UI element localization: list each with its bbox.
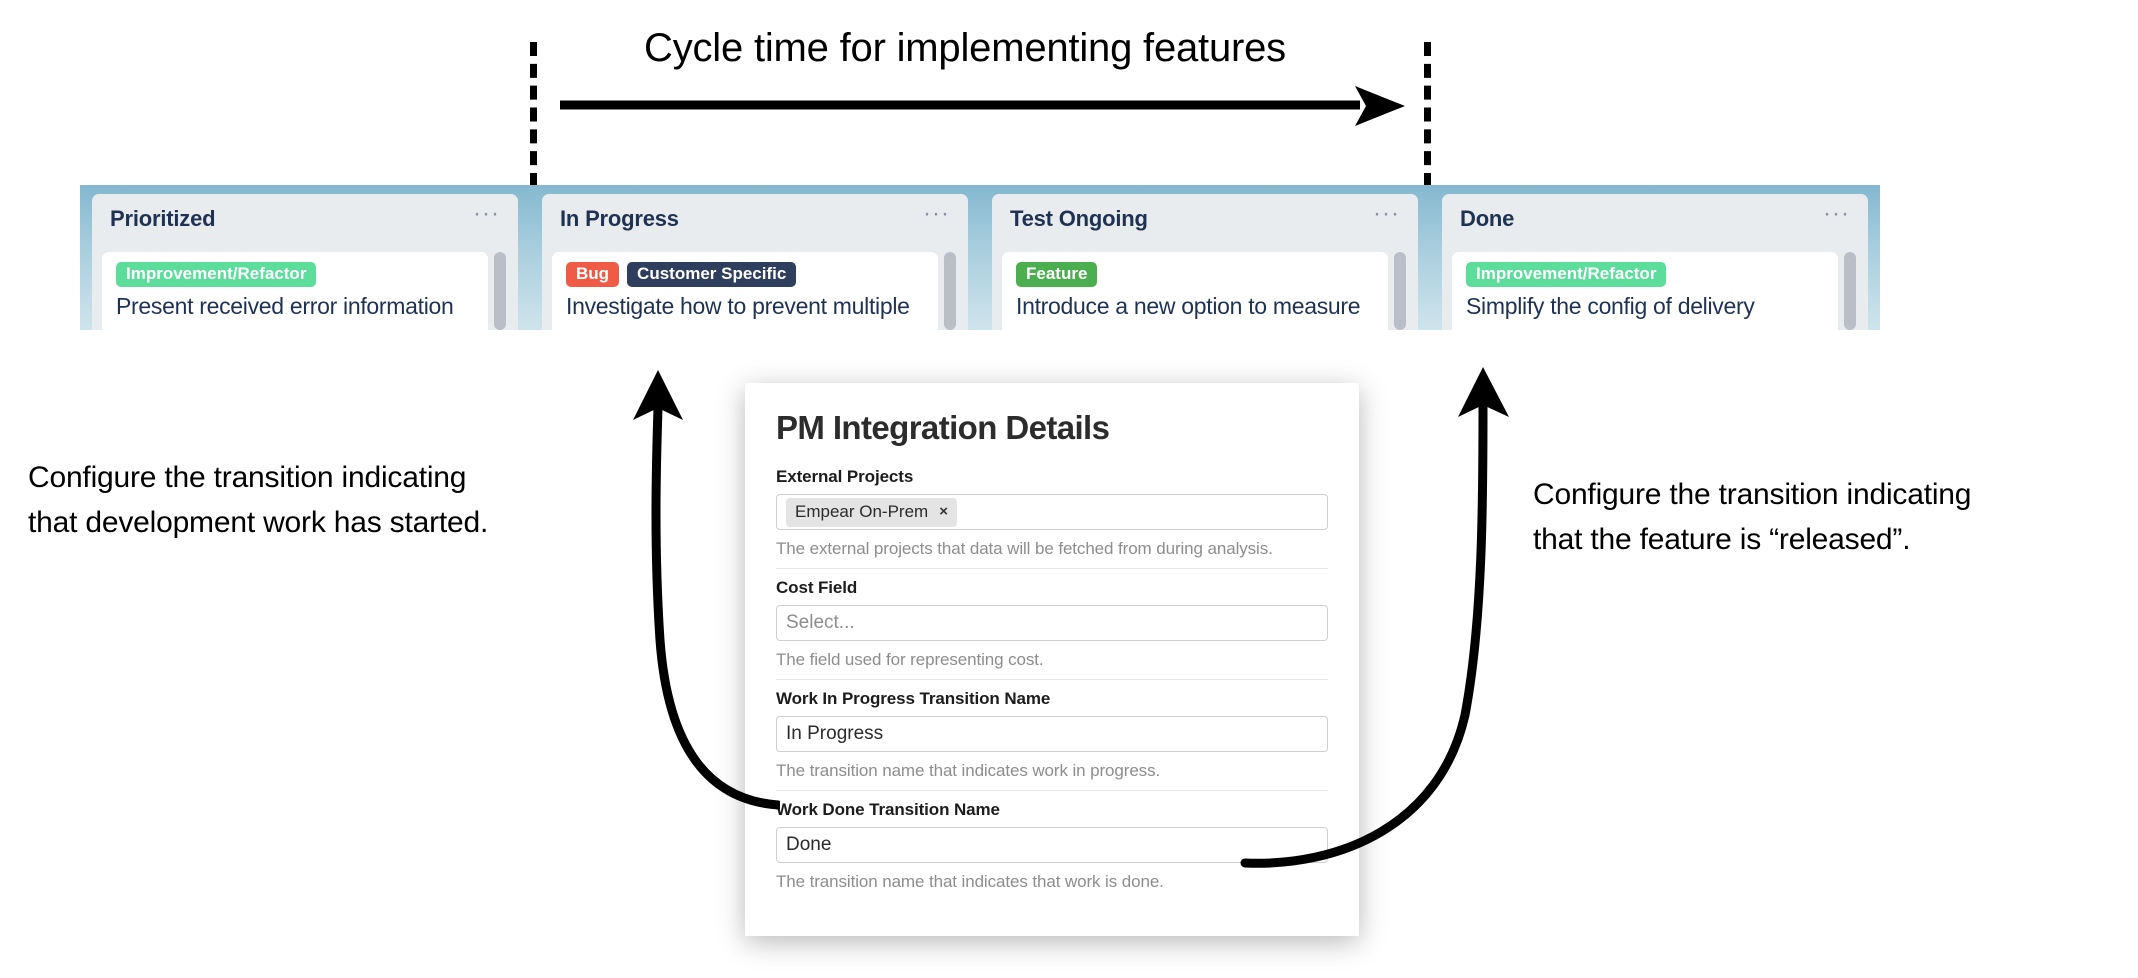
field-group-cost-field: Cost Field Select... The field used for … xyxy=(776,578,1328,680)
card-tag: Improvement/Refactor xyxy=(116,262,317,287)
card-tag: Customer Specific xyxy=(627,262,797,287)
card-tag: Improvement/Refactor xyxy=(1466,262,1667,287)
annotation-left-line1: Configure the transition indicating xyxy=(28,461,467,494)
field-label: External Projects xyxy=(776,467,914,486)
project-chip[interactable]: Empear On-Prem × xyxy=(786,497,957,527)
card-tag-row: Improvement/Refactor xyxy=(1466,262,1824,287)
column-menu-icon[interactable]: ··· xyxy=(923,200,950,227)
card-title: Introduce a new option to measure xyxy=(1016,292,1361,319)
annotation-left: Configure the transition indicating that… xyxy=(28,455,648,545)
annotation-right: Configure the transition indicating that… xyxy=(1533,472,2133,562)
column-title: In Progress xyxy=(560,206,679,231)
done-transition-input[interactable]: Done xyxy=(776,827,1328,863)
column-header: Done ··· xyxy=(1442,194,1868,244)
board-card[interactable]: Improvement/Refactor Present received er… xyxy=(102,252,488,330)
field-label: Work In Progress Transition Name xyxy=(776,689,1051,708)
field-help-text: The transition name that indicates work … xyxy=(776,761,1328,791)
field-group-wip-transition: Work In Progress Transition Name In Prog… xyxy=(776,689,1328,791)
field-group-external-projects: External Projects Empear On-Prem × The e… xyxy=(776,467,1328,569)
column-body: Bug Customer Specific Investigate how to… xyxy=(542,244,968,330)
board-column-in-progress[interactable]: In Progress ··· Bug Customer Specific In… xyxy=(530,185,980,330)
column-body: Feature Introduce a new option to measur… xyxy=(992,244,1418,330)
column-body: Improvement/Refactor Present received er… xyxy=(92,244,518,330)
annotation-left-line2: that development work has started. xyxy=(28,506,489,539)
column-scrollbar[interactable] xyxy=(494,252,506,330)
column-title: Prioritized xyxy=(110,206,216,231)
chip-remove-icon[interactable]: × xyxy=(939,503,948,520)
column-header: Prioritized ··· xyxy=(92,194,518,244)
card-tag-row: Feature xyxy=(1016,262,1374,287)
card-tag: Bug xyxy=(566,262,620,287)
kanban-board: Prioritized ··· Improvement/Refactor Pre… xyxy=(80,185,1880,330)
board-column-prioritized[interactable]: Prioritized ··· Improvement/Refactor Pre… xyxy=(80,185,530,330)
card-tag: Feature xyxy=(1016,262,1098,287)
pm-integration-details-dialog: PM Integration Details External Projects… xyxy=(745,383,1359,936)
column-menu-icon[interactable]: ··· xyxy=(1823,200,1850,227)
column-scrollbar[interactable] xyxy=(944,252,956,330)
project-chip-label: Empear On-Prem xyxy=(795,501,929,521)
board-card[interactable]: Improvement/Refactor Simplify the config… xyxy=(1452,252,1838,330)
cycle-time-title: Cycle time for implementing features xyxy=(644,26,1286,70)
column-menu-icon[interactable]: ··· xyxy=(473,200,500,227)
column-title: Done xyxy=(1460,206,1515,231)
dashed-marker-end xyxy=(1424,42,1431,187)
card-title: Present received error information xyxy=(116,292,454,319)
board-card[interactable]: Bug Customer Specific Investigate how to… xyxy=(552,252,938,330)
cycle-time-arrow xyxy=(560,86,1405,126)
card-tag-row: Bug Customer Specific xyxy=(566,262,924,287)
external-projects-input[interactable]: Empear On-Prem × xyxy=(776,494,1328,530)
field-help-text: The field used for representing cost. xyxy=(776,650,1328,680)
wip-transition-value: In Progress xyxy=(786,723,884,744)
field-help-text: The external projects that data will be … xyxy=(776,539,1328,569)
board-card[interactable]: Feature Introduce a new option to measur… xyxy=(1002,252,1388,330)
column-scrollbar[interactable] xyxy=(1394,252,1406,330)
cost-field-placeholder: Select... xyxy=(786,612,855,633)
card-title: Simplify the config of delivery xyxy=(1466,292,1755,319)
board-column-done[interactable]: Done ··· Improvement/Refactor Simplify t… xyxy=(1430,185,1880,330)
wip-transition-input[interactable]: In Progress xyxy=(776,716,1328,752)
card-title: Investigate how to prevent multiple xyxy=(566,292,910,319)
card-tag-row: Improvement/Refactor xyxy=(116,262,474,287)
annotation-right-line1: Configure the transition indicating xyxy=(1533,478,1972,511)
field-label: Cost Field xyxy=(776,578,858,597)
field-group-done-transition: Work Done Transition Name Done The trans… xyxy=(776,800,1328,901)
done-transition-value: Done xyxy=(786,834,832,855)
dashed-marker-start xyxy=(530,42,537,187)
column-title: Test Ongoing xyxy=(1010,206,1148,231)
column-menu-icon[interactable]: ··· xyxy=(1373,200,1400,227)
field-label: Work Done Transition Name xyxy=(776,800,1000,819)
column-body: Improvement/Refactor Simplify the config… xyxy=(1442,244,1868,330)
board-column-test-ongoing[interactable]: Test Ongoing ··· Feature Introduce a new… xyxy=(980,185,1430,330)
field-help-text: The transition name that indicates that … xyxy=(776,872,1164,891)
column-header: In Progress ··· xyxy=(542,194,968,244)
column-header: Test Ongoing ··· xyxy=(992,194,1418,244)
cost-field-select[interactable]: Select... xyxy=(776,605,1328,641)
column-scrollbar[interactable] xyxy=(1844,252,1856,330)
annotation-right-line2: that the feature is “released”. xyxy=(1533,523,1911,556)
dialog-title: PM Integration Details xyxy=(776,409,1110,446)
